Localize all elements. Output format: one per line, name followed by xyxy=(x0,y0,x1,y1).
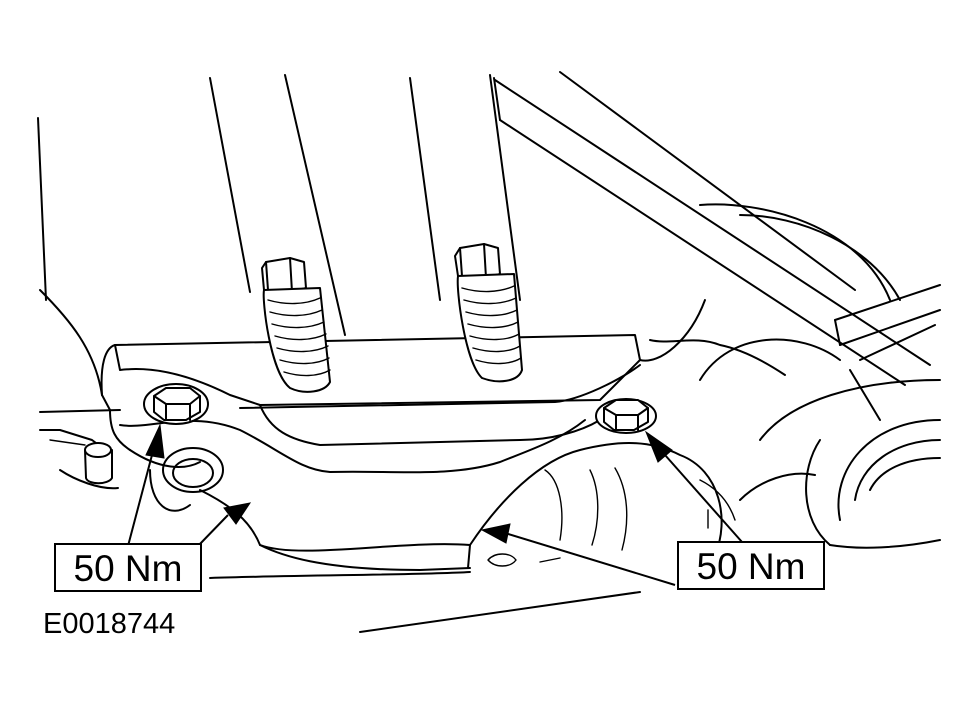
bracket-leader-line xyxy=(504,532,676,586)
figure-reference-number: E0018744 xyxy=(43,608,175,640)
left-arrowhead xyxy=(145,423,165,459)
right-torque-box xyxy=(677,541,825,590)
mounting-bracket xyxy=(100,299,786,474)
left-torque-callout: 50 Nm xyxy=(54,423,252,592)
bracket-arrowhead xyxy=(480,523,511,544)
left-torque-box xyxy=(54,543,202,592)
right-torque-callout: 50 Nm xyxy=(480,430,825,590)
left-leader-line xyxy=(127,454,153,547)
left-threaded-stud xyxy=(261,257,331,393)
right-bolt xyxy=(595,398,657,434)
right-leader-line xyxy=(664,454,743,543)
locating-dowel xyxy=(84,442,224,493)
left-torque-label: 50 Nm xyxy=(74,548,183,589)
right-arrowhead xyxy=(644,430,673,463)
lower-subframe xyxy=(199,442,723,633)
right-torque-label: 50 Nm xyxy=(697,546,806,587)
left-bolt xyxy=(143,383,209,425)
right-threaded-stud xyxy=(454,243,523,383)
right-housing-outline xyxy=(699,284,941,549)
support-leader-line xyxy=(197,514,229,547)
support-arrowhead xyxy=(223,502,252,525)
upper-housing-outline xyxy=(37,71,931,386)
